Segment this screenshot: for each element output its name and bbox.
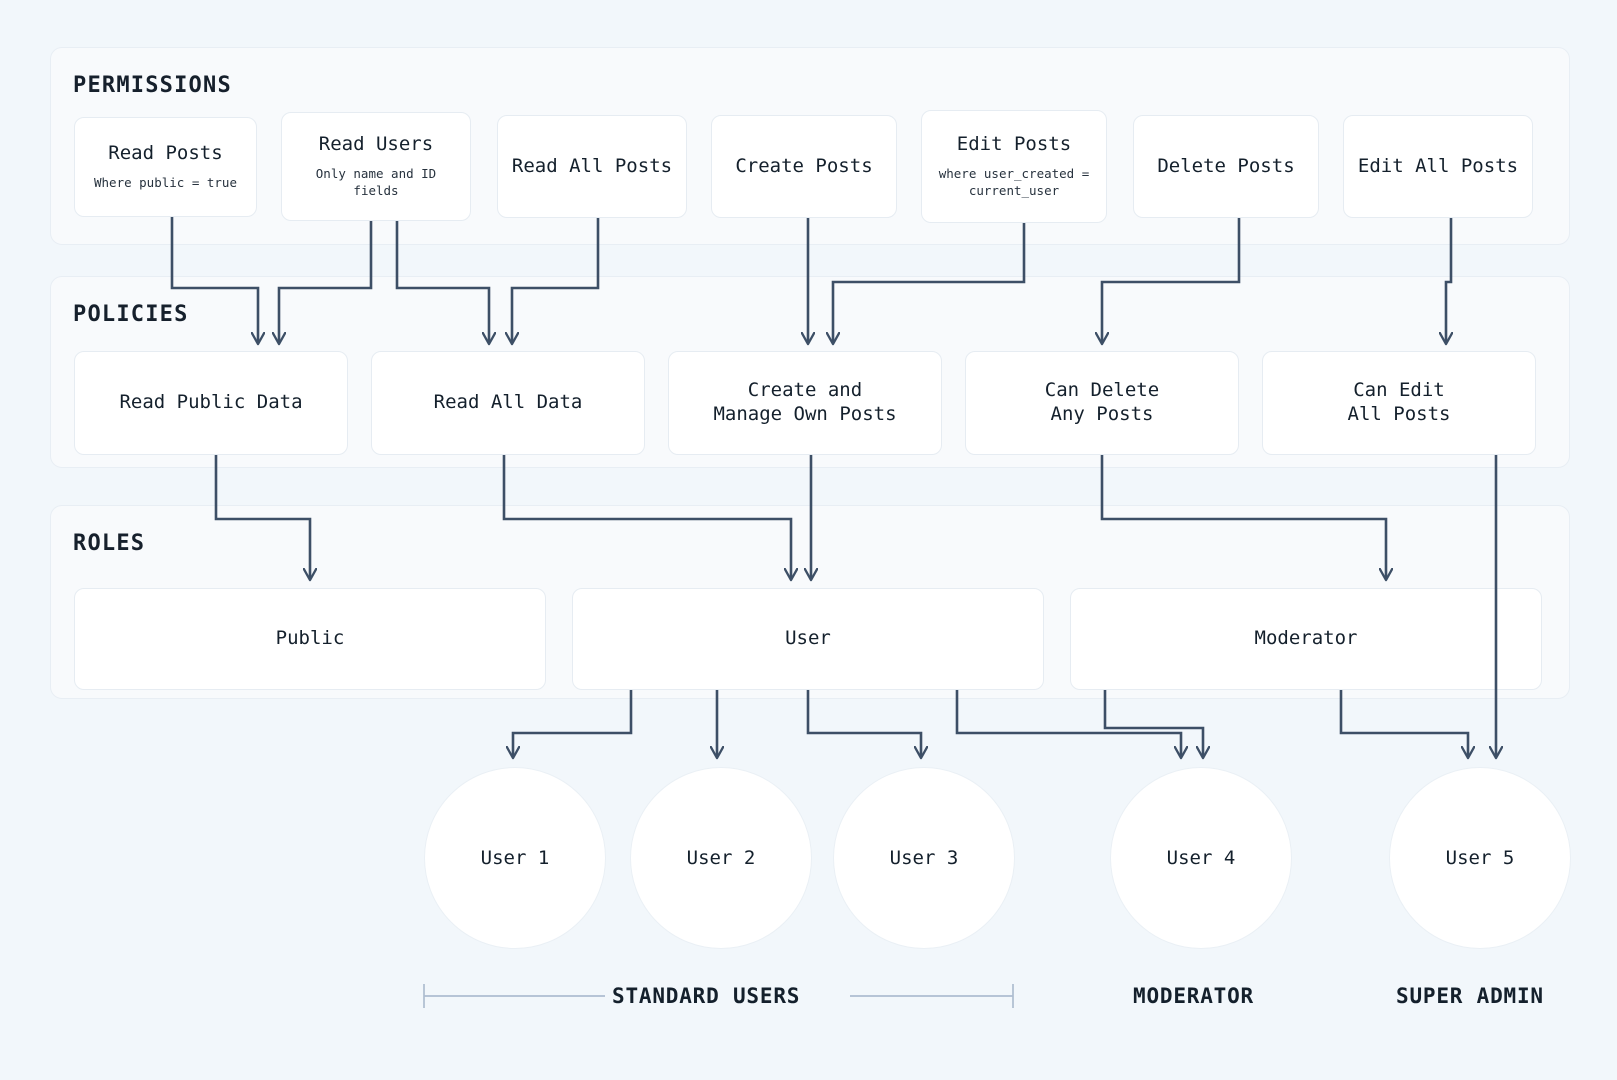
permission-title: Create Posts [735, 154, 873, 177]
permission-subtitle: Only name and ID fields [315, 166, 437, 198]
edge-moderator-to-user-4 [1103, 690, 1203, 757]
section-title-roles: ROLES [73, 531, 146, 556]
policy-card-read-public-data[interactable]: Read Public Data [74, 351, 348, 455]
role-title: Moderator [1254, 627, 1358, 650]
group-label-standard-users: STANDARD USERS [612, 984, 801, 1008]
user-node-2[interactable]: User 2 [630, 767, 812, 949]
edge-public-to-user-1 [513, 690, 633, 757]
edge-user-to-user-3 [806, 690, 921, 757]
group-label-super-admin: SUPER ADMIN [1396, 984, 1544, 1008]
permission-card-read-all-posts[interactable]: Read All Posts [497, 115, 687, 218]
user-label: User 2 [686, 847, 756, 869]
permission-title: Read Users [318, 133, 434, 156]
policy-card-can-edit-all-posts[interactable]: Can Edit All Posts [1262, 351, 1536, 455]
user-node-3[interactable]: User 3 [833, 767, 1015, 949]
section-title-permissions: PERMISSIONS [73, 73, 232, 98]
section-title-policies: POLICIES [73, 302, 189, 327]
user-label: User 4 [1166, 847, 1236, 869]
policy-title: Read Public Data [119, 391, 303, 414]
role-card-moderator[interactable]: Moderator [1070, 588, 1542, 690]
policy-title: Create and Manage Own Posts [713, 379, 897, 425]
user-node-5[interactable]: User 5 [1389, 767, 1571, 949]
policy-title: Read All Data [433, 391, 583, 414]
edge-moderator-to-user-5 [1339, 690, 1468, 757]
role-title: User [785, 627, 831, 650]
permission-title: Read Posts [108, 142, 223, 165]
policy-title: Can Delete Any Posts [1044, 379, 1160, 425]
user-label: User 3 [889, 847, 959, 869]
permission-title: Edit Posts [956, 133, 1072, 156]
group-label-moderator: MODERATOR [1133, 984, 1254, 1008]
permission-card-read-users[interactable]: Read Users Only name and ID fields [281, 112, 471, 221]
user-label: User 1 [480, 847, 550, 869]
permission-subtitle: Where public = true [94, 174, 237, 190]
policy-title: Can Edit All Posts [1347, 379, 1451, 425]
permission-title: Read All Posts [511, 154, 673, 177]
permission-title: Delete Posts [1157, 154, 1295, 177]
role-title: Public [275, 627, 345, 650]
role-card-user[interactable]: User [572, 588, 1044, 690]
policy-card-create-manage-own-posts[interactable]: Create and Manage Own Posts [668, 351, 942, 455]
permission-card-delete-posts[interactable]: Delete Posts [1133, 115, 1319, 218]
user-node-4[interactable]: User 4 [1110, 767, 1292, 949]
permission-card-edit-posts[interactable]: Edit Posts where user_created = current_… [921, 110, 1107, 223]
user-node-1[interactable]: User 1 [424, 767, 606, 949]
user-label: User 5 [1445, 847, 1515, 869]
permission-subtitle: where user_created = current_user [938, 166, 1090, 198]
permission-card-read-posts[interactable]: Read Posts Where public = true [74, 117, 257, 217]
role-card-public[interactable]: Public [74, 588, 546, 690]
permission-card-create-posts[interactable]: Create Posts [711, 115, 897, 218]
permission-title: Edit All Posts [1357, 154, 1519, 177]
permission-card-edit-all-posts[interactable]: Edit All Posts [1343, 115, 1533, 218]
policy-card-can-delete-any-posts[interactable]: Can Delete Any Posts [965, 351, 1239, 455]
policy-card-read-all-data[interactable]: Read All Data [371, 351, 645, 455]
edge-user-to-user-4 [955, 690, 1181, 757]
